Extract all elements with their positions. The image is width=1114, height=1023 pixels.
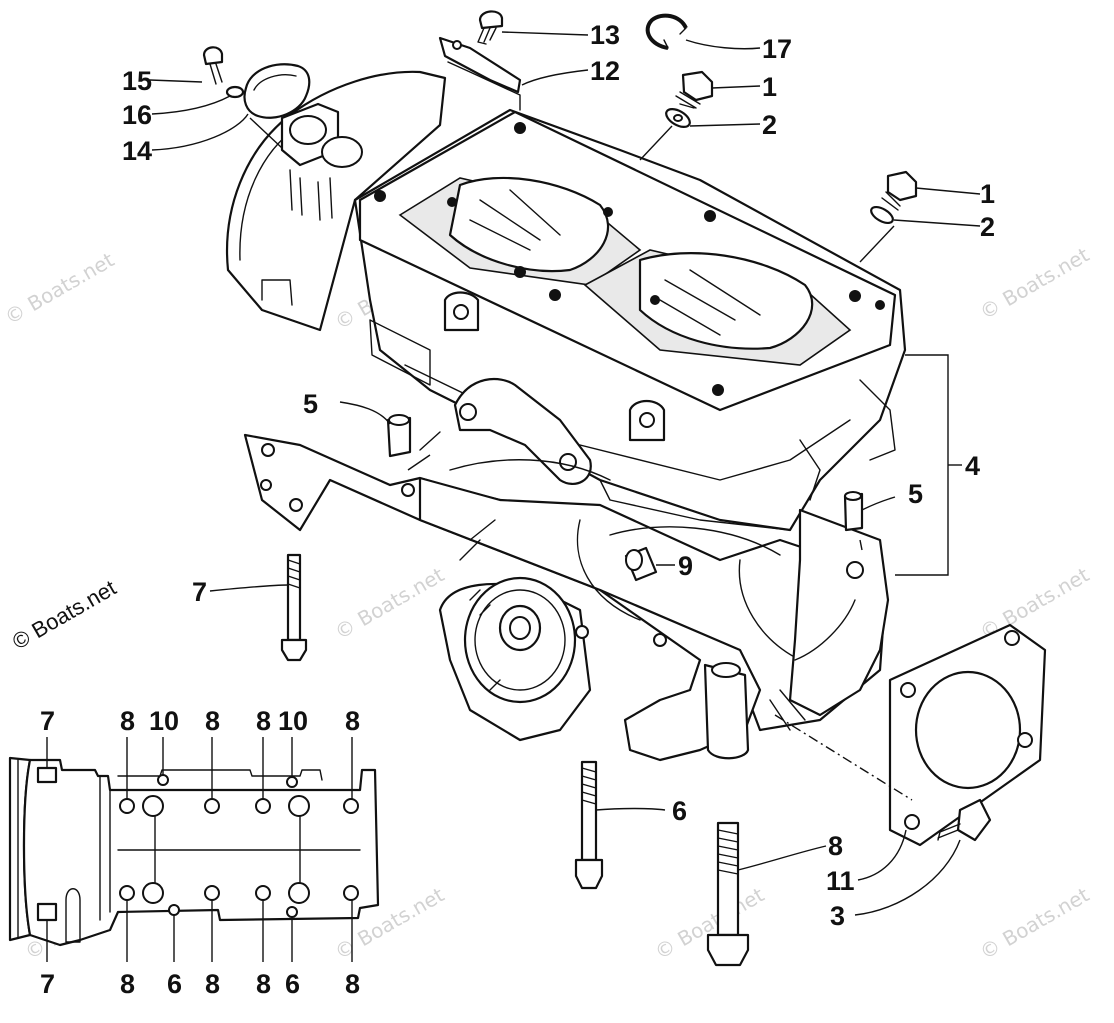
callout-14: 14	[122, 136, 152, 166]
bolt-7	[280, 553, 308, 662]
callout-11: 11	[826, 866, 855, 896]
bolt-15	[202, 46, 224, 85]
watermark: © Boats.net	[976, 882, 1094, 964]
cover-14	[243, 63, 311, 119]
gasket-11	[888, 623, 1047, 847]
inset-bottom-label: 6	[285, 969, 300, 999]
callout-9: 9	[678, 551, 693, 581]
inset-bottom-label: 8	[256, 969, 271, 999]
callouts: 13 17 12 1 2 1 2 15 16 14 5 4 5 9 7 6 8 …	[122, 20, 995, 931]
callout-1-lower: 1	[980, 179, 995, 209]
callout-15: 15	[122, 66, 152, 96]
alignment-line	[774, 714, 913, 801]
watermark: © Boats.net	[976, 242, 1094, 324]
inset-bottom-label: 7	[40, 969, 55, 999]
callout-17: 17	[762, 34, 792, 64]
callout-4: 4	[965, 451, 980, 481]
dowel-5-left	[386, 414, 412, 458]
callout-7: 7	[192, 577, 207, 607]
plug-1-lower	[881, 170, 918, 211]
upper-crankcase	[226, 70, 907, 532]
callout-2-upper: 2	[762, 110, 777, 140]
plug-1-upper	[675, 70, 714, 109]
screw-13	[477, 10, 504, 45]
callout-2-lower: 2	[980, 212, 995, 242]
inset-top-label: 10	[278, 706, 308, 736]
circlip-17	[645, 13, 688, 50]
callout-5-left: 5	[303, 389, 318, 419]
inset-bottom-label: 8	[345, 969, 360, 999]
inset-bottom-label: 8	[205, 969, 220, 999]
bolt-8	[706, 821, 750, 967]
washer-16	[225, 85, 245, 99]
inset-top-label: 10	[149, 706, 179, 736]
callout-16: 16	[122, 100, 152, 130]
washer-2-lower	[870, 205, 894, 225]
inset-top-label: 8	[345, 706, 360, 736]
inset-bottom-view: 7 8 10 8 8 10 8 7 8 6 8 8 6 8	[8, 706, 380, 999]
inset-top-label: 7	[40, 706, 55, 736]
inset-top-label: 8	[205, 706, 220, 736]
watermark: © Boats.net	[331, 562, 449, 644]
watermark: © Boats.net	[1, 247, 119, 329]
plate-12	[438, 36, 522, 111]
inset-top-label: 8	[120, 706, 135, 736]
lower-crankcase	[243, 431, 890, 762]
callout-5-right: 5	[908, 479, 923, 509]
bolt-6	[574, 760, 604, 890]
callout-1-upper: 1	[762, 72, 777, 102]
bushing-9	[624, 546, 658, 582]
callout-6: 6	[672, 796, 687, 826]
callout-13: 13	[590, 20, 620, 50]
inset-top-label: 8	[256, 706, 271, 736]
bolt-3	[937, 798, 992, 842]
callout-12: 12	[590, 56, 620, 86]
watermark-dark: © Boats.net	[8, 575, 120, 654]
callout-3: 3	[830, 901, 845, 931]
inset-bottom-label: 6	[167, 969, 182, 999]
dowel-5-right	[843, 491, 864, 532]
inset-bottom-label: 8	[120, 969, 135, 999]
leader-lines	[149, 31, 981, 916]
callout-8: 8	[828, 831, 843, 861]
